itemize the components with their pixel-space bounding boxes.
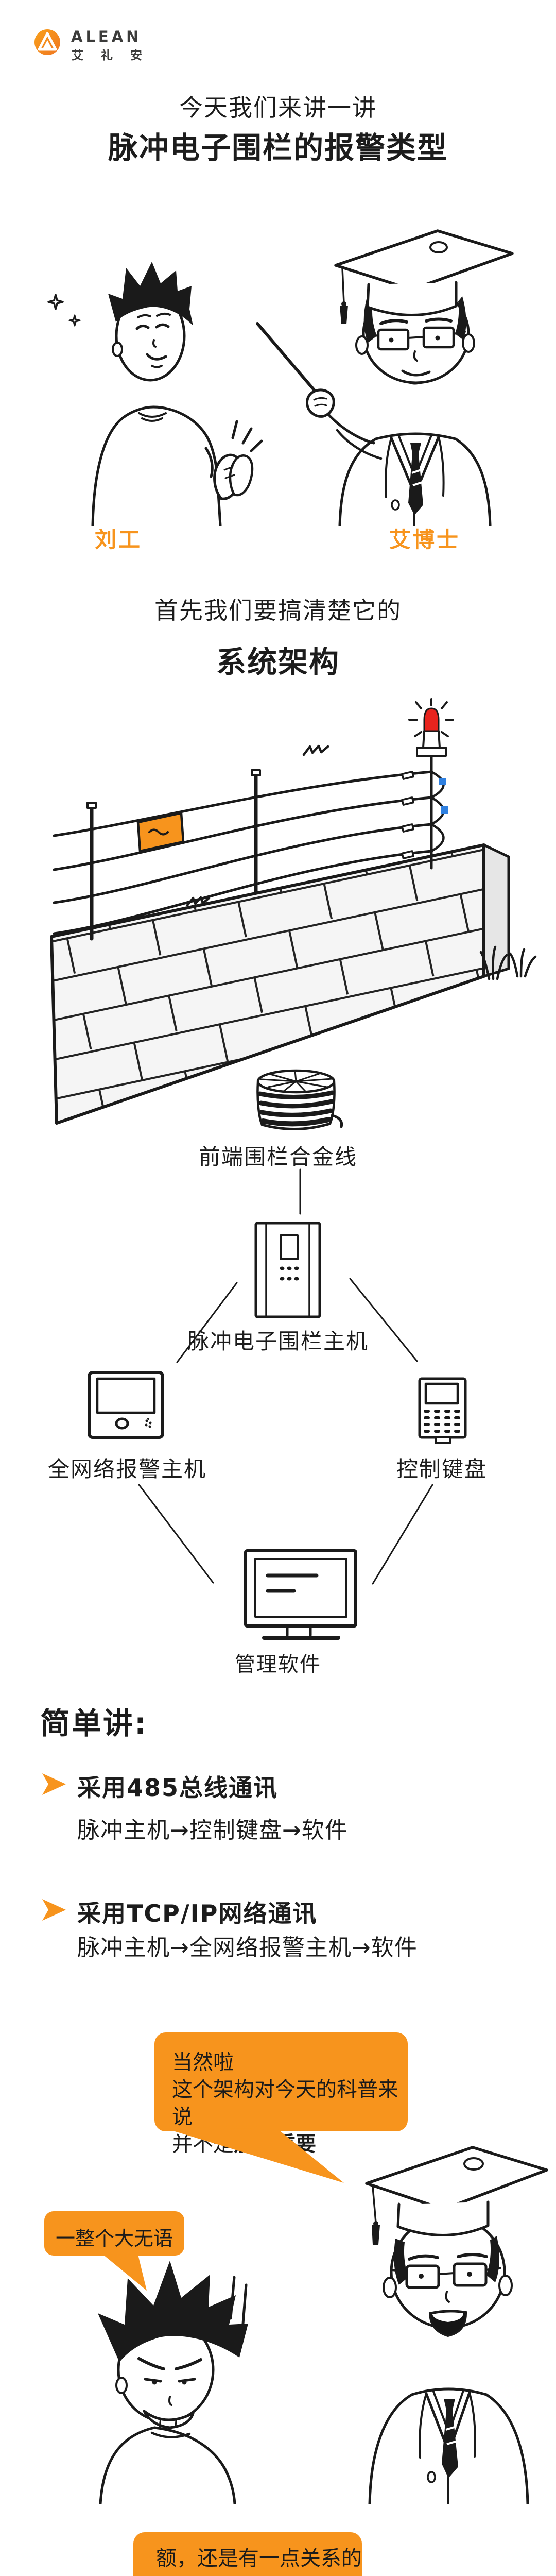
- label-ai-boshi: 艾博士: [389, 527, 460, 552]
- liu-gong-annoyed-figure: [98, 2261, 248, 2505]
- speaker-dots: [145, 1418, 152, 1428]
- alarm-panel-icon: [85, 1369, 167, 1444]
- page-title: 脉冲电子围栏的报警类型: [108, 130, 448, 165]
- bullet-arrow-icon: [42, 1899, 66, 1921]
- ai-boshi-talking-figure: [365, 2146, 548, 2505]
- speech-bubble-wuyu: 一整个大无语: [44, 2211, 184, 2256]
- bullet2-title: 采用TCP/IP网络通讯: [77, 1900, 318, 1927]
- arrow-alarm-to-software: [138, 1484, 214, 1583]
- logo-cn: 艾礼安: [72, 49, 160, 62]
- guanxi-line1: 额，还是有一点关系的: [156, 2547, 362, 2570]
- software-label: 管理软件: [235, 1653, 321, 1676]
- host-label: 脉冲电子围栏主机: [187, 1329, 369, 1354]
- speech-bubble-tail: [154, 2125, 360, 2192]
- liu-gong-figure: [91, 262, 263, 527]
- scene1-illustration: [0, 216, 556, 528]
- arrow-keypad-to-software: [372, 1484, 433, 1584]
- ai-boshi-figure: [256, 229, 514, 527]
- bullet1-detail: 脉冲主机→控制键盘→软件: [77, 1817, 348, 1843]
- fence-host-icon: [252, 1221, 324, 1324]
- alean-logo-icon: [34, 29, 61, 56]
- wire-coil-icon: [255, 1069, 348, 1141]
- monitor-icon: [239, 1547, 363, 1647]
- alarm-panel-label: 全网络报警主机: [47, 1456, 206, 1482]
- blue-connector: [439, 778, 446, 785]
- scene3-illustration: [0, 2143, 556, 2506]
- intro-line1: 今天我们来讲一讲: [179, 94, 377, 122]
- bullet1-title: 采用485总线通讯: [77, 1774, 279, 1802]
- arrow-host-to-keypad: [349, 1278, 418, 1361]
- speech-bubble-tail: [93, 2252, 160, 2296]
- alarm-beacon-icon: [408, 698, 454, 870]
- speech-bubble-guanxi: 额，还是有一点关系的 我们接着来讲: [133, 2532, 362, 2576]
- wuyu-text: 一整个大无语: [56, 2227, 173, 2250]
- vibration-squiggle: [186, 896, 211, 907]
- arch-line1: 首先我们要搞清楚它的: [154, 597, 402, 624]
- speech-bubble-lecture: 当然啦 这个架构对今天的科普来说 并不是那么重要: [154, 2032, 408, 2156]
- emphasis-lines: [229, 2276, 248, 2325]
- guanxi-line2: 我们接着来讲: [156, 2573, 362, 2576]
- coil-label: 前端围栏合金线: [198, 1144, 357, 1170]
- arch-title: 系统架构: [216, 645, 340, 680]
- grass-icon: [479, 945, 537, 980]
- keypad-keys: [424, 1410, 460, 1433]
- bullet2-detail: 脉冲主机→全网络报警主机→软件: [77, 1935, 418, 1961]
- fence-illustration: [0, 698, 556, 1138]
- fence-wires: [53, 770, 448, 935]
- bullet-arrow-icon: [42, 1773, 66, 1795]
- arrow-host-to-alarm: [176, 1282, 238, 1362]
- blue-connector: [441, 806, 448, 814]
- keypad-icon: [417, 1377, 468, 1448]
- logo-wordmark: ALEAN: [71, 28, 142, 45]
- warning-sign-icon: [136, 811, 185, 853]
- lecture-line1: 当然啦: [172, 2050, 234, 2074]
- brick-wall: [50, 843, 510, 1125]
- label-liu-gong: 刘工: [94, 527, 142, 552]
- keypad-label: 控制键盘: [396, 1456, 487, 1482]
- diagram-arrows: [0, 1056, 556, 1651]
- sparkle-icon: [47, 294, 81, 327]
- fence-posts: [86, 769, 261, 941]
- vibration-squiggle: [302, 744, 329, 756]
- summary-heading: 简单讲:: [40, 1706, 148, 1741]
- lecture-line2: 这个架构对今天的科普来说: [172, 2078, 398, 2129]
